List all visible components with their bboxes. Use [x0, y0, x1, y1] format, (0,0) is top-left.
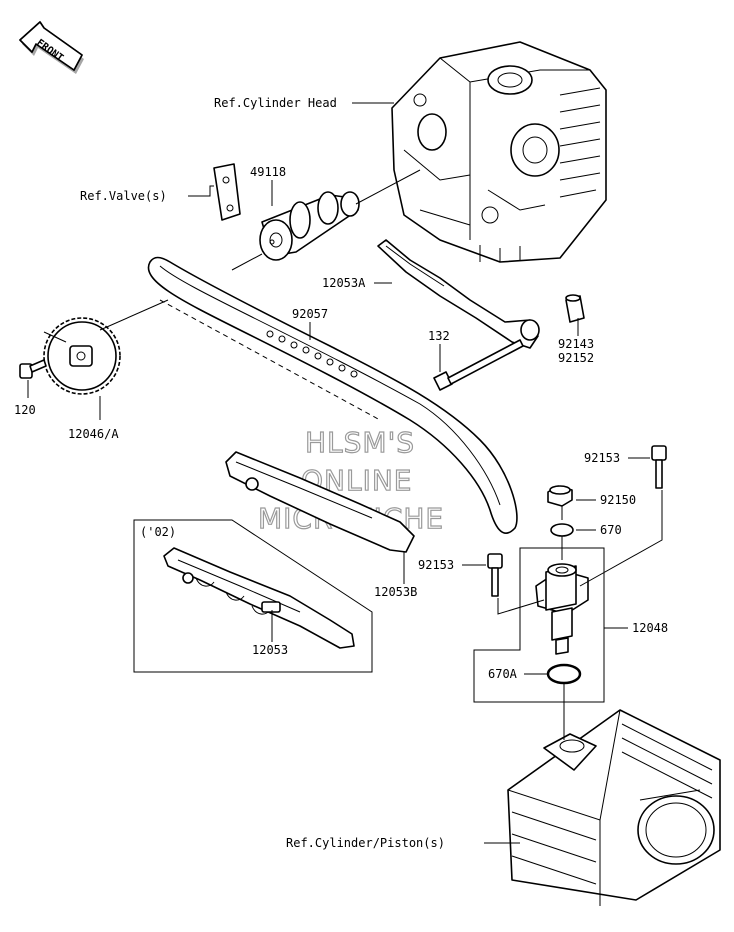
valve-plate-drawing — [213, 163, 241, 221]
leader-lines — [27, 102, 650, 844]
label-120: 120 — [14, 403, 36, 417]
label-12048: 12048 — [632, 621, 668, 635]
oring-670-drawing — [550, 523, 574, 537]
label-valves: Ref.Valve(s) — [80, 189, 167, 203]
year-02-box: ('02) — [133, 519, 373, 673]
tensioner-drawing — [535, 563, 589, 655]
label-12053: 12053 — [252, 643, 288, 657]
label-92150: 92150 — [600, 493, 636, 507]
cylinder-drawing — [507, 709, 721, 906]
label-12046a: 12046/A — [68, 427, 119, 441]
bolt-92153-top-drawing — [651, 445, 667, 489]
part-labels: Ref.Cylinder Head Ref.Valve(s) 49118 120… — [14, 96, 668, 850]
sprocket-drawing — [43, 317, 121, 395]
assembly-lines — [43, 169, 663, 740]
plug-92150-drawing — [547, 485, 573, 507]
chain-links — [266, 330, 358, 378]
front-arrow-icon: FRONT — [19, 21, 84, 74]
label-92153-left: 92153 — [418, 558, 454, 572]
cam-chain-drawing — [147, 256, 518, 534]
label-49118: 49118 — [250, 165, 286, 179]
label-92153-top: 92153 — [584, 451, 620, 465]
year-02-label: ('02) — [140, 525, 176, 539]
label-12053b: 12053B — [374, 585, 417, 599]
label-670a: 670A — [488, 667, 518, 681]
label-cylinder: Ref.Cylinder/Piston(s) — [286, 836, 445, 850]
bolt-92153-left-drawing — [487, 553, 503, 597]
label-92152: 92152 — [558, 351, 594, 365]
watermark-line-1: HLSM'S — [305, 426, 415, 459]
label-132: 132 — [428, 329, 450, 343]
label-670: 670 — [600, 523, 622, 537]
label-92143: 92143 — [558, 337, 594, 351]
chain-guide-12053b-drawing — [225, 451, 415, 553]
camshaft-drawing — [259, 191, 360, 261]
bolt-132-drawing — [433, 339, 524, 391]
bolt-120-drawing — [19, 359, 47, 379]
label-12053a: 12053A — [322, 276, 366, 290]
oring-670a-drawing — [546, 663, 582, 685]
label-cylinder-head: Ref.Cylinder Head — [214, 96, 337, 110]
cylinder-head-drawing — [391, 41, 607, 263]
label-92057: 92057 — [292, 307, 328, 321]
chain-guide-12053a-drawing — [377, 239, 540, 349]
collar-drawing — [565, 294, 585, 323]
